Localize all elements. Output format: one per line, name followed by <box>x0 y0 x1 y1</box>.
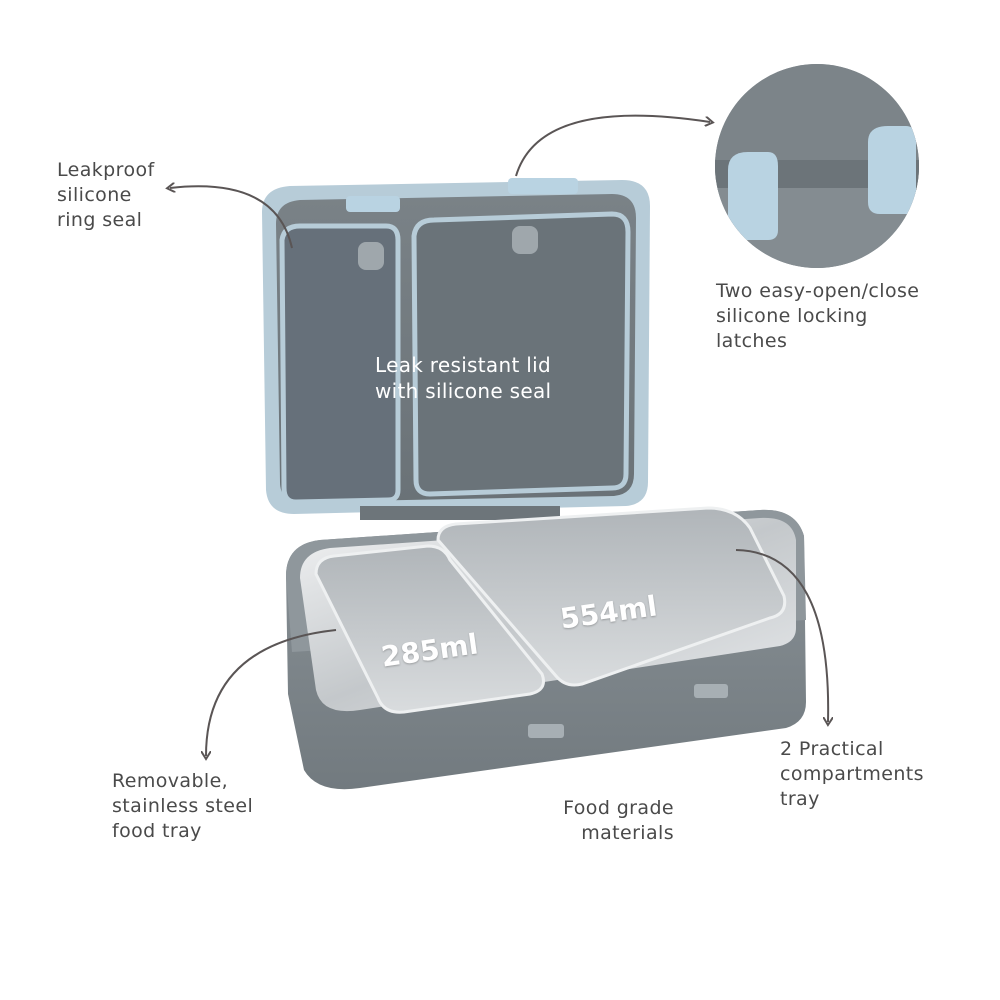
food-grade-label: Food grade materials <box>563 797 674 844</box>
large-compartment <box>436 506 787 687</box>
leakproof-seal-label: Leakproof silicone ring seal <box>57 159 155 231</box>
latch-left-icon <box>728 152 778 240</box>
arrow-tray <box>206 629 337 756</box>
arrow-seal <box>170 186 293 249</box>
arrow-compartments <box>735 549 828 722</box>
steel-tray <box>300 506 796 714</box>
latch-right-icon <box>868 126 916 214</box>
lid-label: Leak resistant lid with silicone seal <box>375 353 552 403</box>
latch-zoom-circle <box>715 64 919 268</box>
compartments-label: 2 Practical compartments tray <box>780 738 924 810</box>
latches-label: Two easy-open/close silicone locking lat… <box>716 280 920 352</box>
lid <box>262 178 650 520</box>
removable-tray-label: Removable, stainless steel food tray <box>112 770 254 842</box>
small-compartment <box>314 544 545 714</box>
callout-arrows <box>170 114 828 756</box>
arrow-latches <box>515 114 710 177</box>
